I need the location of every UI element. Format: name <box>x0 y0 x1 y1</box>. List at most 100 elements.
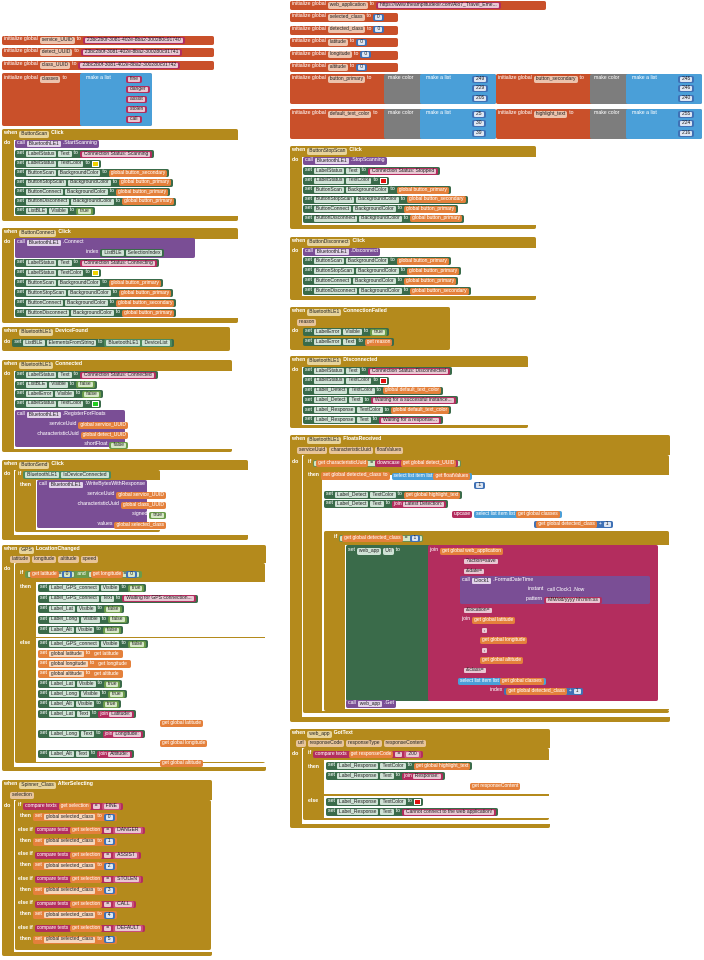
component-name[interactable]: Label_Alt <box>48 700 74 707</box>
number-value[interactable]: 0 <box>373 26 385 33</box>
boolean-value[interactable]: false <box>82 390 101 398</box>
param-latitude[interactable]: latitude <box>10 555 31 563</box>
component-selector[interactable]: ButtonSend <box>19 461 50 469</box>
global-name[interactable]: latitude <box>327 38 348 46</box>
get-variable[interactable]: get altitude <box>92 670 121 678</box>
get-variable[interactable]: global button_secondary <box>407 196 466 203</box>
property-name[interactable]: BackgroundColor <box>71 198 114 205</box>
property-name[interactable]: BackgroundColor <box>65 188 108 195</box>
boolean-value[interactable]: false <box>127 640 147 648</box>
component-name[interactable]: Label_Detect <box>313 387 348 394</box>
component-name[interactable]: Label_Long <box>48 730 80 737</box>
list-item[interactable]: stolen <box>126 105 148 113</box>
component-selector[interactable]: BluetoothLE1 <box>19 328 54 336</box>
get-variable[interactable]: global button_primary <box>410 215 463 222</box>
property-name[interactable]: Visible <box>100 584 120 591</box>
get-variable[interactable]: global detect_UUID <box>80 431 128 439</box>
param-selection[interactable]: selection <box>10 791 34 799</box>
get-variable[interactable]: global button_secondary <box>108 169 168 177</box>
property-name[interactable]: Text <box>58 150 72 157</box>
get-variable[interactable]: global class_UUID <box>120 501 166 509</box>
get-variable[interactable]: global button_primary <box>122 309 175 317</box>
color-component[interactable]: 255 <box>678 110 695 118</box>
get-variable[interactable]: global button_primary <box>403 277 457 285</box>
get-variable[interactable]: global button_primary <box>119 179 172 186</box>
component-name[interactable]: ButtonConnect <box>313 277 352 284</box>
component-selector[interactable]: BluetoothLE1 <box>307 357 342 365</box>
global-name[interactable]: altitude <box>327 63 348 71</box>
param-serviceUuid[interactable]: serviceUuid <box>297 446 328 454</box>
color-component[interactable]: 246 <box>678 85 695 92</box>
global-name[interactable]: classes <box>39 75 61 83</box>
property-name[interactable]: TextColor <box>349 387 375 394</box>
param-url[interactable]: url <box>296 739 306 747</box>
string-value[interactable]: 23bc2b0f-3081-402e-8ba2-300280c91741 <box>80 48 183 56</box>
property-name[interactable]: TextColor <box>58 160 84 167</box>
list-item[interactable]: call <box>126 115 142 123</box>
component-name[interactable]: LabelStatus <box>313 177 345 184</box>
param-responseContent[interactable]: responseContent <box>383 739 426 747</box>
component-name[interactable]: LabelStatus <box>313 167 345 174</box>
global-name[interactable]: longitude <box>327 51 353 58</box>
component-name[interactable]: LabelStatus <box>25 269 57 276</box>
global-name[interactable]: highlight_text <box>533 110 568 118</box>
component-name[interactable]: LabelStatus <box>313 377 345 384</box>
component-name[interactable]: Label_GPS_connect <box>48 640 99 647</box>
property-name[interactable]: TextColor <box>58 400 84 407</box>
property-name[interactable]: BackgroundColor <box>359 215 402 222</box>
param-floatValues[interactable]: floatValues <box>374 446 404 454</box>
property-name[interactable]: BackgroundColor <box>68 289 111 296</box>
global-name[interactable]: detect_UUID <box>39 48 73 56</box>
get-variable[interactable]: global button_primary <box>403 205 457 213</box>
component-name[interactable]: Label_Response <box>336 772 379 779</box>
component-name[interactable]: Label_Long <box>48 690 80 697</box>
component-name[interactable]: Label_GPS_connect <box>48 595 99 602</box>
get-variable[interactable]: global service_UUID <box>78 421 128 429</box>
param-characteristicUuid[interactable]: characteristicUuid <box>329 446 373 454</box>
number-value[interactable]: 0 <box>356 38 367 46</box>
property-name[interactable]: Text <box>343 338 357 345</box>
param-speed[interactable]: speed <box>80 555 99 563</box>
list-item[interactable]: assist <box>126 95 147 103</box>
component-name[interactable]: ButtonConnect <box>313 205 352 212</box>
get-variable[interactable]: get latitude <box>92 650 121 658</box>
component-name[interactable]: Label_Alt <box>48 750 74 757</box>
color-component[interactable]: 30 <box>472 120 486 127</box>
component-name[interactable]: Label_Response <box>336 762 379 769</box>
component-name[interactable]: LabelStatus <box>25 150 57 157</box>
component-name[interactable]: ButtonConnect <box>25 299 64 306</box>
component-selector[interactable]: ButtonStopScan <box>307 147 348 155</box>
color-swatch[interactable] <box>91 270 99 276</box>
component-selector[interactable]: ButtonConnect <box>19 229 57 237</box>
string-value[interactable]: Waiting for a response... <box>378 416 441 424</box>
color-swatch[interactable] <box>413 799 421 805</box>
color-component[interactable]: 245 <box>678 75 695 83</box>
component-name[interactable]: Label_Response <box>336 798 379 805</box>
component-selector[interactable]: ButtonDisconnect <box>307 238 351 246</box>
